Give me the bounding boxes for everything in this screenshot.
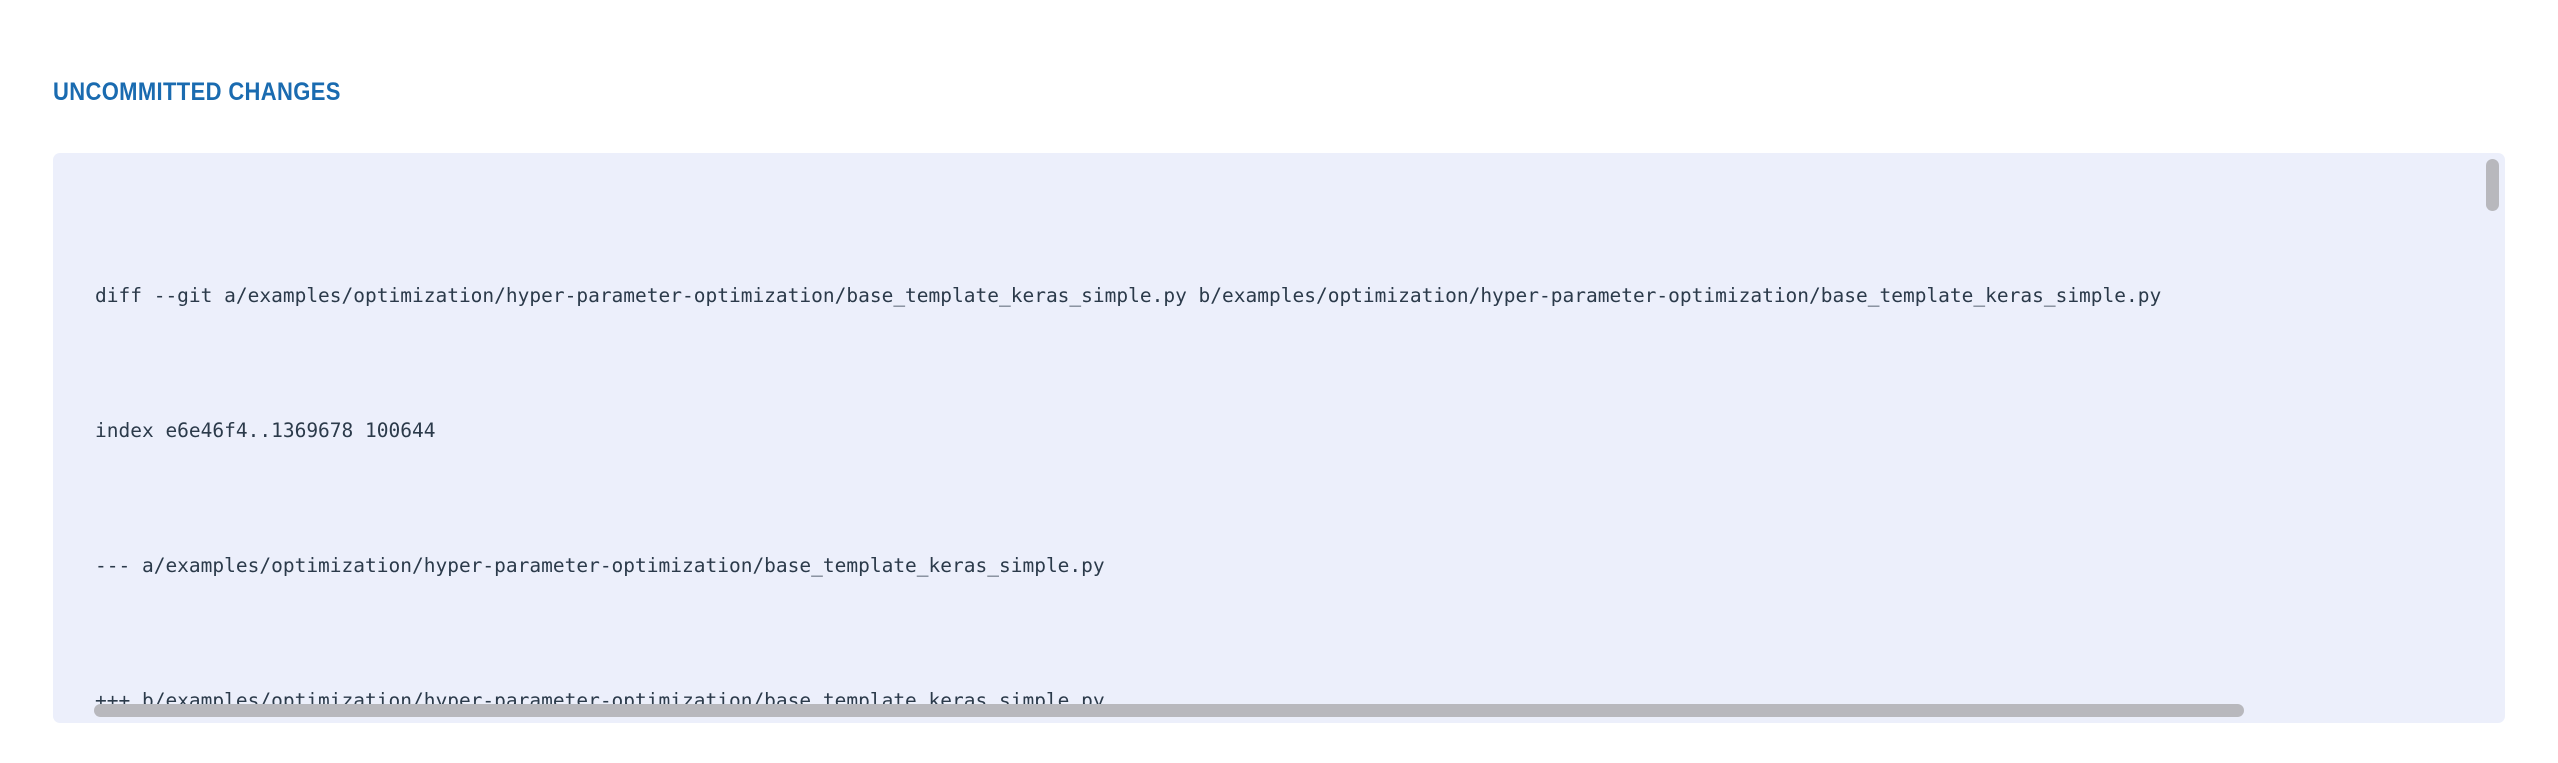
diff-line: index e6e46f4..1369678 100644 [95,419,436,442]
diff-line: diff --git a/examples/optimization/hyper… [95,284,2162,307]
diff-line: --- a/examples/optimization/hyper-parame… [95,554,1105,577]
vertical-scrollbar[interactable] [2485,159,2499,717]
diff-code-block: diff --git a/examples/optimization/hyper… [95,183,2161,723]
diff-scroll-area[interactable]: diff --git a/examples/optimization/hyper… [53,153,2505,723]
diff-panel: diff --git a/examples/optimization/hyper… [53,153,2505,723]
vertical-scrollbar-thumb[interactable] [2486,159,2499,211]
page-title: UNCOMMITTED CHANGES [53,78,341,106]
horizontal-scrollbar-thumb[interactable] [94,704,2244,717]
horizontal-scrollbar[interactable] [59,703,2479,717]
